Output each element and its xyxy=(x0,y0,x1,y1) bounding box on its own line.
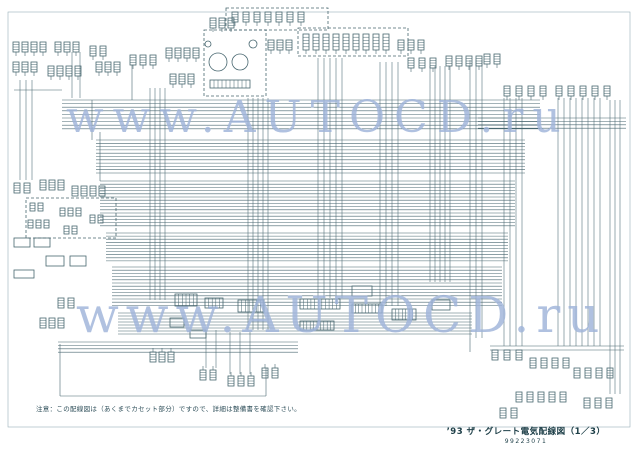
diagram-part-number: 99223071 xyxy=(504,438,548,445)
footnote-caution: 注意：この配線図は（あくまでカセット部分）ですので、詳細は整備書を確認下さい。 xyxy=(36,405,301,413)
diagram-title: ’93 ザ・グレート電気配線図（1／3） xyxy=(446,427,606,437)
title-block: ’93 ザ・グレート電気配線図（1／3） 99223071 xyxy=(438,425,614,445)
